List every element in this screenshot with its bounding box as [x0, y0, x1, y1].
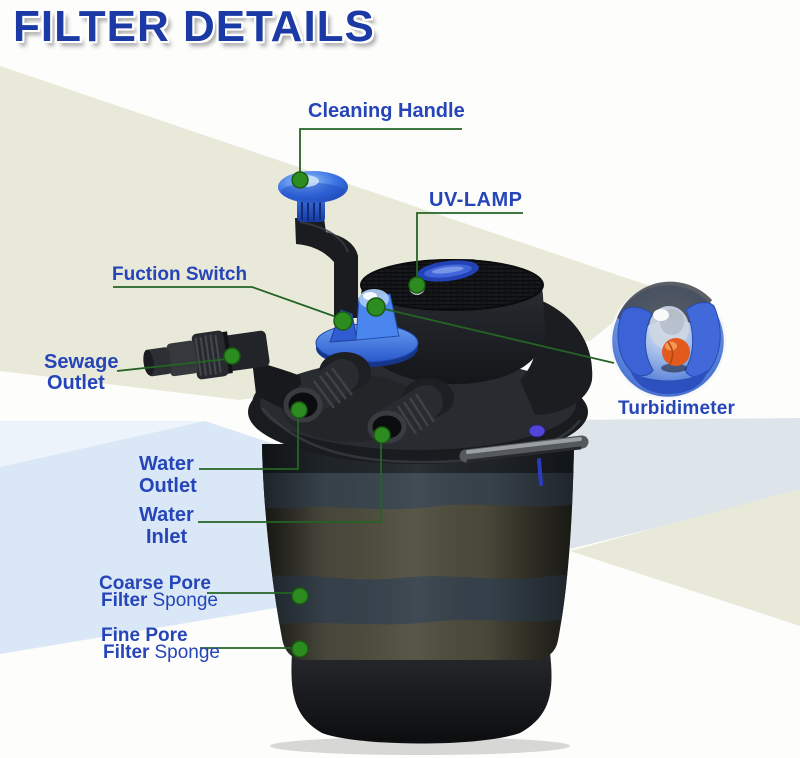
callout-line-water-outlet [199, 415, 299, 470]
label-line2-rest: Sponge [154, 642, 220, 663]
callout-line-turbidimeter [375, 306, 615, 364]
label-text: UV-LAMP [429, 189, 523, 211]
purge-valve-knob [528, 424, 546, 438]
callout-dot-coarse-sponge [291, 587, 309, 605]
label-uv-lamp: UV-LAMP [429, 189, 523, 211]
label-text: Turbidimeter [618, 398, 736, 419]
callout-dot-uv-lamp [408, 276, 426, 294]
page-title: FILTER DETAILS [13, 2, 375, 51]
inset-blue-cradle-left [617, 306, 654, 377]
label-text: Fuction Switch [112, 264, 248, 285]
water-inlet-connector [367, 378, 454, 444]
callout-dot-water-outlet [290, 401, 308, 419]
callout-line-water-inlet [198, 441, 382, 523]
callout-line-cleaning-handle [299, 128, 462, 174]
lid-clamp-latch [459, 424, 589, 486]
label-line1: Water [139, 453, 194, 475]
callout-dot-turbidimeter [366, 297, 386, 317]
label-line2: Outlet [139, 475, 197, 497]
label-line1: Coarse Pore [99, 573, 211, 594]
label-sewage-outlet: Sewage Outlet [44, 352, 118, 394]
label-line2-bold: Filter [103, 642, 150, 663]
callout-line-uv-lamp [416, 212, 523, 278]
beige-band-lower-right [570, 489, 800, 626]
callout-lines [113, 128, 615, 649]
label-water-outlet: Water Outlet [139, 453, 197, 497]
label-cleaning-handle: Cleaning Handle [308, 100, 465, 122]
label-turbidimeter: Turbidimeter [618, 398, 736, 419]
lid-right-bulge [520, 300, 593, 415]
label-line1: Water [139, 504, 194, 526]
callout-dot-cleaning-handle [291, 171, 309, 189]
label-line2: Outlet [47, 372, 105, 394]
inset-blue-bowl [630, 369, 708, 394]
blue-drip [537, 458, 543, 486]
label-line2-bold: Filter [101, 590, 148, 611]
label-line2: Inlet [146, 526, 188, 548]
callout-dots [223, 171, 426, 658]
turbidity-float-ball [662, 338, 690, 366]
callout-line-function-switch [113, 286, 343, 320]
ground-shadow [270, 737, 570, 755]
sewage-outlet-connector [143, 330, 270, 380]
label-line1: Fine Pore [101, 625, 188, 646]
callout-dot-function-switch [333, 311, 353, 331]
label-function-switch: Fuction Switch [112, 264, 248, 285]
label-text: Cleaning Handle [308, 100, 465, 122]
bluegray-band-right [564, 418, 800, 549]
callout-dot-sewage-outlet [223, 347, 241, 365]
turbidimeter-inset [609, 281, 727, 400]
brand-sticker [417, 260, 479, 282]
filter-bucket [262, 444, 574, 660]
label-water-inlet: Water Inlet [139, 504, 194, 548]
label-line2-rest: Sponge [152, 590, 218, 611]
callout-dot-fine-sponge [291, 640, 309, 658]
callout-line-sewage-outlet [116, 358, 228, 372]
label-line1: Sewage [44, 351, 119, 373]
uv-lamp-grille [360, 259, 544, 311]
callout-dot-water-inlet [373, 426, 391, 444]
bucket-base [291, 652, 552, 744]
